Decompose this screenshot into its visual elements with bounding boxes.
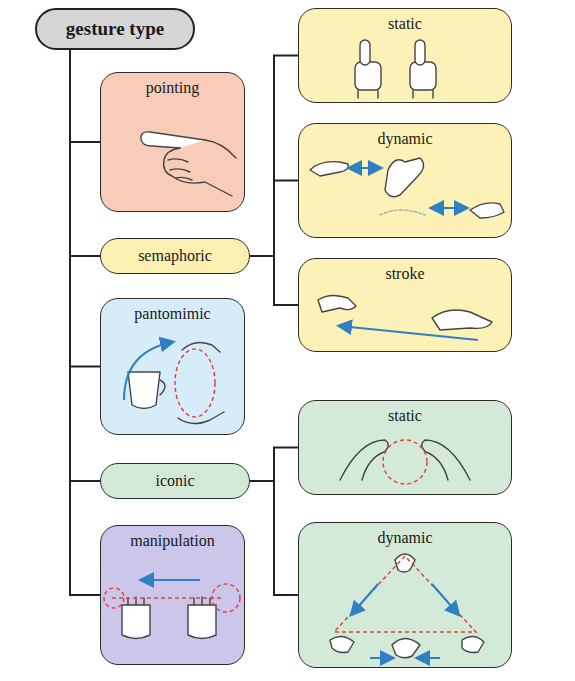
gesture-label: static — [299, 15, 511, 33]
tree-connector — [250, 56, 298, 257]
gesture-box: pointing — [100, 72, 245, 212]
gesture-label: static — [299, 407, 511, 425]
tree-connector — [250, 256, 298, 305]
category-label: gesture type — [37, 18, 193, 40]
gesture-label: manipulation — [101, 532, 244, 550]
gesture-box: dynamic — [298, 123, 512, 238]
gesture-label: dynamic — [299, 529, 511, 547]
gesture-box: static — [298, 400, 512, 495]
gesture-label: stroke — [299, 265, 511, 283]
tree-connector — [250, 481, 298, 595]
category-pill: iconic — [100, 463, 250, 499]
category-pill: semaphoric — [100, 238, 250, 274]
category-label: semaphoric — [101, 247, 249, 265]
gesture-box: static — [298, 8, 512, 103]
category-label: iconic — [101, 472, 249, 490]
gesture-box: pantomimic — [100, 298, 245, 435]
category-pill: gesture type — [35, 8, 195, 50]
tree-connector — [70, 50, 100, 481]
tree-connector — [70, 50, 100, 367]
tree-connector — [70, 50, 100, 595]
gesture-label: pointing — [101, 79, 244, 97]
tree-connector — [70, 50, 100, 142]
gesture-label: pantomimic — [101, 305, 244, 323]
gesture-box: dynamic — [298, 522, 512, 668]
tree-connector — [250, 448, 298, 482]
gesture-label: dynamic — [299, 130, 511, 148]
tree-connector — [250, 181, 298, 257]
tree-connector — [70, 50, 100, 256]
gesture-box: manipulation — [100, 525, 245, 665]
gesture-box: stroke — [298, 258, 512, 352]
